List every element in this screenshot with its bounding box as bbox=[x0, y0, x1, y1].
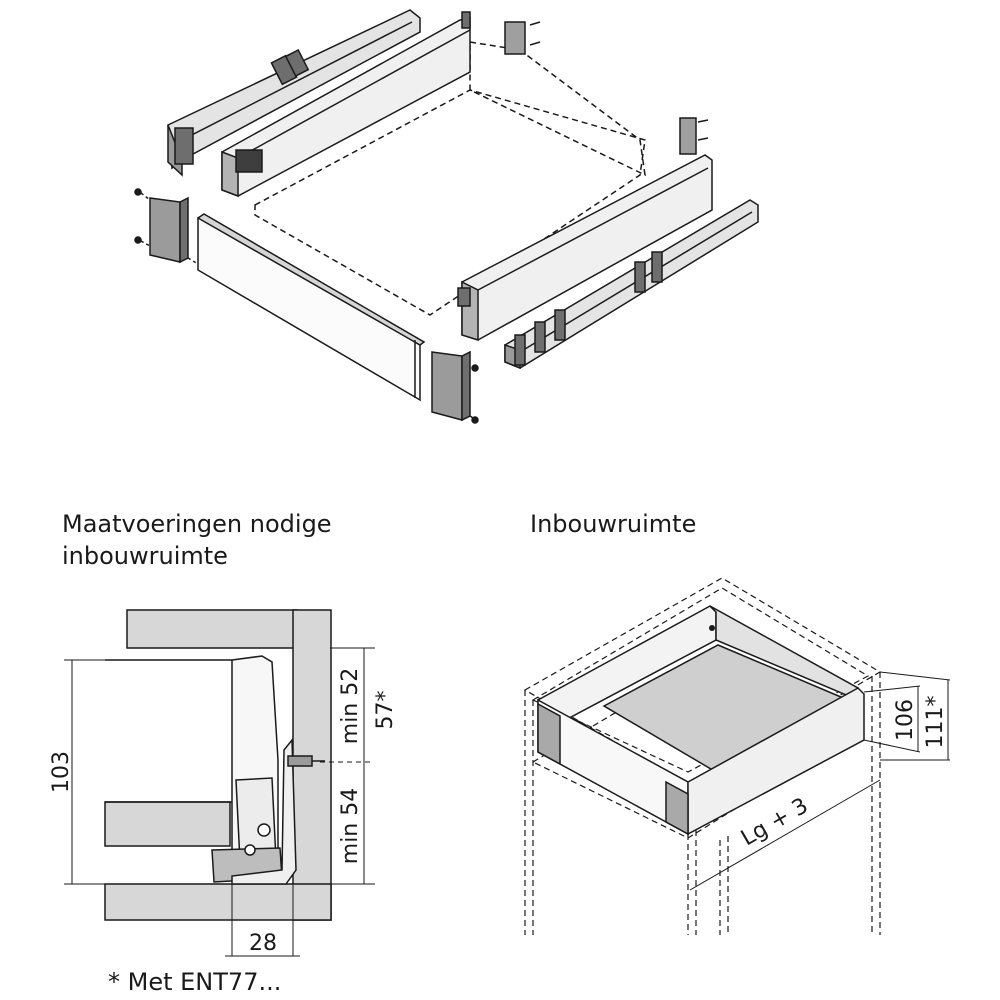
exploded-drawer-assembly bbox=[134, 9, 759, 424]
left-side-panel bbox=[221, 11, 471, 198]
right-runner-rail bbox=[504, 199, 759, 370]
dim-total-height: 103 bbox=[49, 751, 74, 793]
dim-alt-box-height: 111* bbox=[923, 696, 948, 749]
installation-view bbox=[523, 577, 951, 935]
section-drawing bbox=[64, 609, 375, 957]
drawer-back bbox=[709, 605, 859, 702]
drawer-side-profile bbox=[105, 655, 297, 885]
heading-dimensions-line-2: inbouwruimte bbox=[62, 542, 228, 570]
drawer-bottom-panel bbox=[104, 801, 231, 847]
dim-min-lower: min 54 bbox=[338, 788, 363, 864]
front-connector-left bbox=[537, 702, 561, 766]
front-panel bbox=[196, 213, 426, 402]
heading-installation: Inbouwruimte bbox=[530, 510, 697, 538]
right-side-panel bbox=[457, 154, 713, 342]
footnote: * Met ENT77... bbox=[108, 968, 282, 996]
cabinet-bottom-panel bbox=[104, 883, 332, 921]
back-bracket bbox=[504, 21, 709, 155]
dim-box-height: 106 bbox=[893, 699, 918, 741]
front-connector-right bbox=[665, 780, 689, 836]
dim-min-upper: min 52 bbox=[338, 668, 363, 744]
cabinet-top-panel bbox=[126, 609, 298, 649]
dim-alt-upper: 57* bbox=[373, 691, 398, 730]
left-runner-rail bbox=[167, 9, 421, 177]
dim-rail-depth: 28 bbox=[249, 931, 277, 956]
heading-dimensions-line-1: Maatvoeringen nodige bbox=[62, 510, 332, 538]
heading-dimensions: Maatvoeringen nodige inbouwruimte bbox=[62, 508, 332, 572]
screw-icon bbox=[287, 755, 325, 767]
front-connectors bbox=[134, 188, 479, 424]
